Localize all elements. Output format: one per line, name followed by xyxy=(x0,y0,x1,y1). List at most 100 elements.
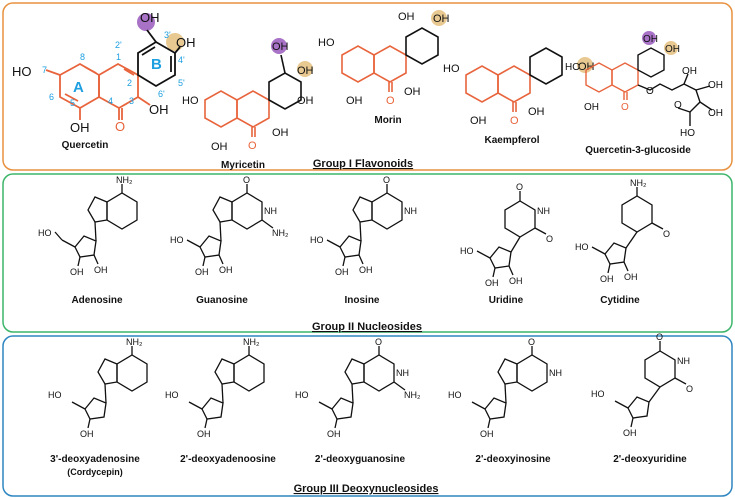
compound-name-myricetin: Myricetin xyxy=(221,160,265,171)
pos-4p: 4' xyxy=(178,55,185,65)
pos-2: 2 xyxy=(127,78,132,88)
atom-oh: OH xyxy=(297,95,314,107)
atom-nh2: NH₂ xyxy=(243,337,260,347)
atom-nh: NH xyxy=(677,356,690,366)
atom-oh: OH xyxy=(528,106,545,118)
atom-oh: OH xyxy=(470,115,487,127)
atom-oh: OH xyxy=(665,44,680,55)
atom-oh: OH xyxy=(195,267,209,277)
3-deoxyadenosine-structure xyxy=(71,346,148,429)
adenosine-structure xyxy=(54,184,138,267)
inosine-structure xyxy=(326,184,403,267)
atom-oh: OH xyxy=(327,429,341,439)
atom-o: O xyxy=(386,95,395,107)
atom-o: O xyxy=(528,337,535,347)
atom-nh: NH xyxy=(537,206,550,216)
compound-name-guanosine: Guanosine xyxy=(196,295,248,306)
atom-oh: OH xyxy=(708,108,723,119)
atom-oh: OH xyxy=(404,86,421,98)
group-2-panel xyxy=(2,173,733,333)
group-3-panel xyxy=(2,335,733,497)
pos-5p: 5' xyxy=(178,78,185,88)
atom-oh: OH xyxy=(272,127,289,139)
atom-oh: HO xyxy=(38,228,52,238)
atom-oh: OH xyxy=(708,80,723,91)
compound-name-inosine: Inosine xyxy=(344,295,379,306)
atom-nh2: NH₂ xyxy=(126,337,143,347)
compound-name-2-deoxyguanosine: 2'-deoxyguanosine xyxy=(315,454,406,465)
atom-nh: NH xyxy=(404,206,417,216)
compound-name-cordycepin: (Cordycepin) xyxy=(67,467,123,477)
pos-3p: 3' xyxy=(164,30,171,40)
atom-oh: OH xyxy=(297,65,314,77)
atom-oh: OH xyxy=(211,141,228,153)
atom-oh: OH xyxy=(600,274,614,284)
pos-6p: 6' xyxy=(158,89,165,99)
atom-o: O xyxy=(686,384,693,394)
atom-oh: HO xyxy=(170,235,184,245)
2-deoxyguanosine-structure xyxy=(318,346,406,429)
group-2-title: Group II Nucleosides xyxy=(312,321,422,333)
atom-oh: OH xyxy=(578,61,595,73)
atom-oh: OH xyxy=(149,102,169,117)
atom-oh: OH xyxy=(485,278,499,288)
atom-oh: HO xyxy=(575,242,589,252)
pos-6: 6 xyxy=(49,92,54,102)
atom-o: O xyxy=(510,115,519,127)
atom-oh: HO xyxy=(48,390,62,400)
atom-o: O xyxy=(383,175,390,185)
atom-oh: HO xyxy=(443,63,460,75)
group-1-panel xyxy=(2,2,733,171)
atom-oh: OH xyxy=(398,11,415,23)
quercetin-3-glucoside-structure: HO OH OH OH OH OH OH HO O O O xyxy=(565,31,723,139)
atom-oh: HO xyxy=(182,95,199,107)
compound-name-quercetin: Quercetin xyxy=(62,140,109,151)
atom-nh2: NH₂ xyxy=(272,228,289,238)
atom-oh: HO xyxy=(448,390,462,400)
atom-nh: NH xyxy=(549,368,562,378)
highlight-3p-oh xyxy=(137,13,155,31)
atom-oh: HO xyxy=(591,389,605,399)
uridine-structure xyxy=(476,191,547,278)
highlight-oh xyxy=(297,61,313,77)
compound-name-2-deoxyuridine: 2'-deoxyuridine xyxy=(613,454,687,465)
atom-o: O xyxy=(516,182,523,192)
atom-o: O xyxy=(115,119,125,134)
compound-name-2-deoxyinosine: 2'-deoxyinosine xyxy=(475,454,551,465)
atom-oh: OH xyxy=(197,429,211,439)
atom-o: O xyxy=(674,100,682,111)
group-3-title: Group III Deoxynucleosides xyxy=(294,483,439,495)
atom-nh2: NH₂ xyxy=(404,390,421,400)
pos-2p: 2' xyxy=(115,40,122,50)
atom-oh: OH xyxy=(682,66,697,77)
atom-oh: OH xyxy=(140,10,160,25)
atom-oh: OH xyxy=(359,265,373,275)
group-1-title: Group I Flavonoids xyxy=(313,158,413,170)
atom-o: O xyxy=(621,102,629,113)
atom-oh: OH xyxy=(346,95,363,107)
cytidine-structure xyxy=(591,187,664,274)
myricetin-structure: HO OH OH OH OH OH O xyxy=(182,38,314,153)
highlight-4p-oh xyxy=(166,33,184,51)
quercetin-structure: A B 1 2 3 4 5 6 7 8 2' 3' 4' 5' 6' HO OH… xyxy=(12,10,196,135)
pos-3: 3 xyxy=(129,96,134,106)
pos-5: 5 xyxy=(70,98,75,108)
atom-oh: OH xyxy=(480,429,494,439)
atom-o: O xyxy=(243,175,250,185)
atom-oh: OH xyxy=(70,120,90,135)
2-deoxyinosine-structure xyxy=(471,346,548,429)
atom-oh: HO xyxy=(680,128,695,139)
atom-oh: HO xyxy=(310,235,324,245)
compound-name-cytidine: Cytidine xyxy=(600,295,640,306)
compound-name-adenosine: Adenosine xyxy=(71,295,123,306)
atom-nh: NH xyxy=(396,368,409,378)
2-deoxyuridine-structure xyxy=(614,341,687,428)
atom-oh: HO xyxy=(318,37,335,49)
atom-oh: HO xyxy=(295,390,309,400)
atom-oh: OH xyxy=(80,429,94,439)
highlight-oh xyxy=(431,10,447,26)
atom-oh: HO xyxy=(460,246,474,256)
atom-nh2: NH₂ xyxy=(116,175,133,185)
atom-o: O xyxy=(656,332,663,342)
